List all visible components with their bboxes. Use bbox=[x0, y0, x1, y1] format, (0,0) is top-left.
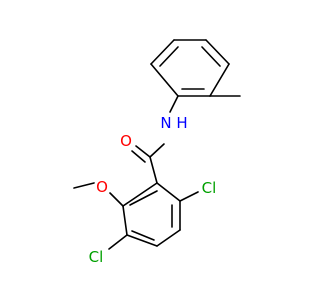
molecule-canvas: O N H O Cl Cl bbox=[73, 39, 241, 266]
bond bbox=[179, 191, 199, 202]
bond bbox=[149, 156, 158, 184]
bond bbox=[122, 182, 158, 207]
nitrogen-amide-label: N bbox=[160, 114, 171, 132]
oxygen-carbonyl-label: O bbox=[120, 132, 132, 150]
bond-inner bbox=[159, 46, 179, 67]
bond bbox=[108, 234, 128, 250]
bond bbox=[209, 63, 230, 97]
atom-labels: O N H O Cl Cl bbox=[89, 114, 217, 266]
bond bbox=[149, 143, 165, 158]
bonds bbox=[73, 39, 241, 250]
bond bbox=[156, 229, 181, 247]
bond-methyl bbox=[73, 182, 95, 189]
bond bbox=[150, 39, 175, 65]
bond-inner bbox=[131, 230, 155, 241]
bond-double bbox=[135, 145, 151, 158]
bond-inner bbox=[201, 46, 221, 67]
bond bbox=[205, 39, 230, 65]
bond bbox=[126, 234, 158, 247]
chlorine-3-label: Cl bbox=[89, 248, 104, 266]
bond bbox=[122, 205, 128, 236]
oxygen-methoxy-label: O bbox=[96, 178, 108, 196]
bond-inner bbox=[129, 190, 158, 206]
bond-double bbox=[131, 150, 146, 163]
chlorine-6-label: Cl bbox=[202, 179, 217, 197]
bond bbox=[169, 95, 179, 113]
hydrogen-amide-label: H bbox=[176, 114, 187, 132]
structure-drawing: O N H O Cl Cl bbox=[73, 39, 241, 266]
bond bbox=[109, 192, 124, 207]
bond bbox=[150, 63, 179, 97]
bond bbox=[156, 182, 181, 202]
